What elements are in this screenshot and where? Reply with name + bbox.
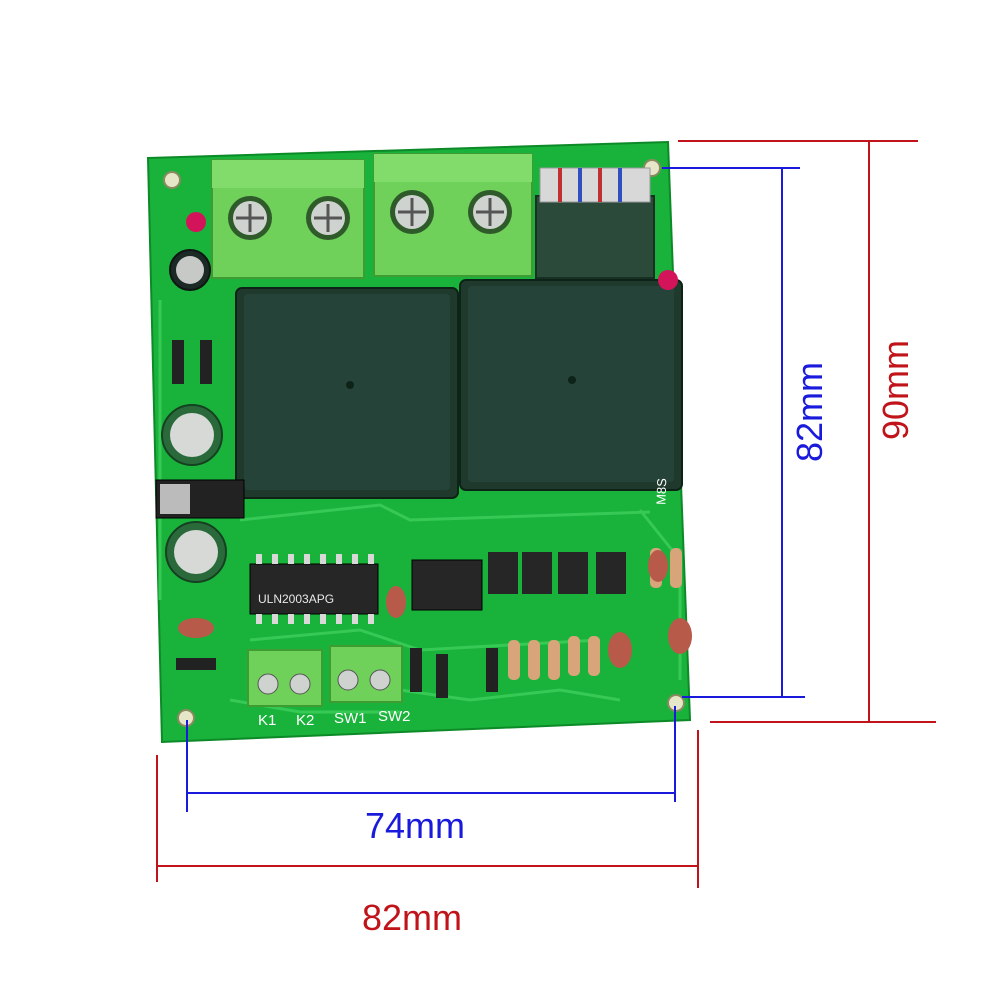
terminal-block-bottom-left xyxy=(247,649,323,707)
hole-width-label: 74mm xyxy=(365,805,466,846)
hole-height-label: 82mm xyxy=(789,361,831,463)
relay-right xyxy=(459,279,683,491)
led-left xyxy=(186,212,206,232)
terminal-block-right xyxy=(373,153,533,277)
silk-label-k2: K2 xyxy=(296,712,315,729)
led-right xyxy=(658,270,678,290)
silk-label-k1: K1 xyxy=(258,712,277,729)
chip-marking: ULN2003APG xyxy=(258,592,335,606)
outer-height-dimension xyxy=(678,140,936,723)
relay-left xyxy=(235,287,459,499)
hole-width-dimension xyxy=(186,706,676,812)
outer-height-label: 90mm xyxy=(875,339,917,441)
ceramic-capacitors xyxy=(178,550,692,668)
board-mark: M8S xyxy=(653,477,670,506)
uln2003-chip xyxy=(249,554,379,624)
silk-label-sw2: SW2 xyxy=(378,708,411,725)
silk-label-sw1: SW1 xyxy=(334,710,367,727)
hole-height-dimension xyxy=(662,167,805,698)
wire-connector xyxy=(535,167,655,279)
terminal-block-left xyxy=(211,159,365,279)
capacitor-icon xyxy=(161,249,227,583)
optocoupler-row xyxy=(488,552,626,594)
diodes xyxy=(172,340,498,698)
mount-hole-tl xyxy=(163,171,181,189)
outer-width-label: 82mm xyxy=(362,897,463,938)
outer-width-dimension xyxy=(156,730,699,888)
ic-8pin xyxy=(411,559,483,611)
terminal-block-bottom-right xyxy=(329,645,403,703)
